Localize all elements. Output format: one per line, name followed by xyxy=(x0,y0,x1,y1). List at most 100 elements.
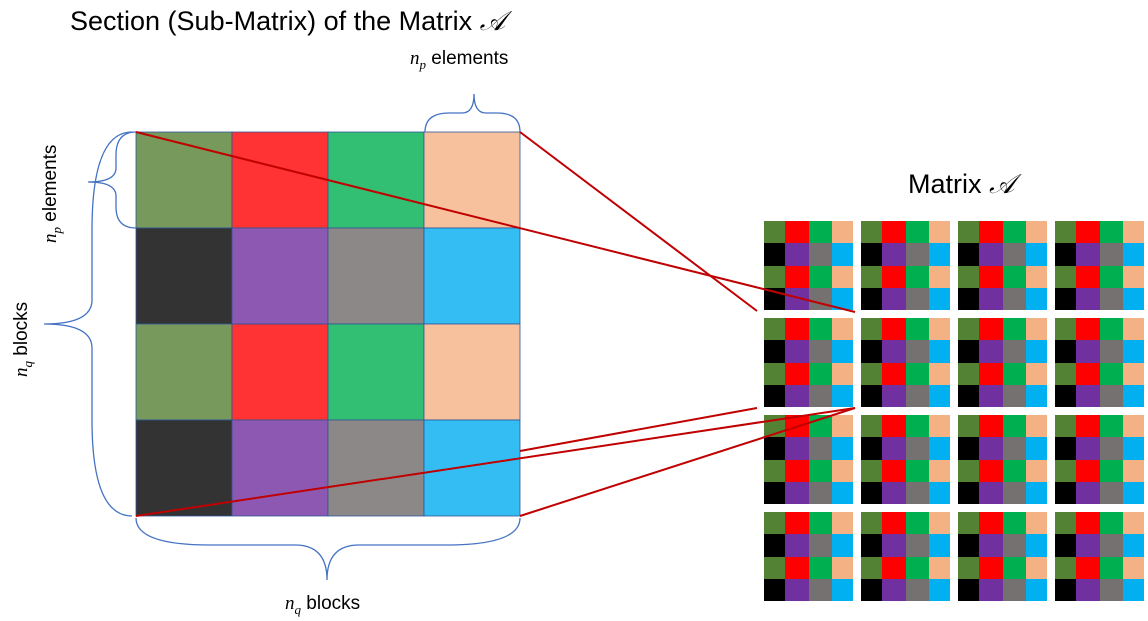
matrix-cell xyxy=(809,460,832,482)
matrix-cell xyxy=(1123,557,1144,579)
matrix-cell xyxy=(906,340,929,363)
matrix-cell xyxy=(832,221,853,243)
matrix-cell xyxy=(832,363,853,385)
matrix-cell xyxy=(809,512,832,534)
matrix-cell xyxy=(832,415,853,437)
brace-left-np xyxy=(87,131,137,229)
matrix-cell xyxy=(958,243,979,266)
matrix-cell xyxy=(1055,363,1076,385)
matrix-cell xyxy=(882,385,906,407)
matrix-cell xyxy=(861,288,882,310)
matrix-cell xyxy=(1026,579,1047,601)
matrix-cell xyxy=(785,340,809,363)
matrix-cell xyxy=(785,363,809,385)
matrix-cell xyxy=(958,221,979,243)
matrix-cell xyxy=(1100,221,1123,243)
matrix-cell xyxy=(1123,460,1144,482)
section-title-text: Section (Sub-Matrix) of the Matrix xyxy=(70,6,480,36)
matrix-cell xyxy=(979,460,1003,482)
matrix-title-symbol: 𝒜 xyxy=(989,169,1022,200)
matrix-cell xyxy=(1055,437,1076,460)
matrix-cell xyxy=(979,243,1003,266)
matrix-cell xyxy=(764,512,785,534)
matrix-cell xyxy=(929,363,950,385)
matrix-cell xyxy=(1100,557,1123,579)
brace-top-np xyxy=(424,93,521,133)
braces xyxy=(43,93,521,581)
matrix-cell xyxy=(1123,385,1144,407)
matrix-cell xyxy=(1123,437,1144,460)
matrix-cell xyxy=(906,318,929,340)
section-cell-r1-c2 xyxy=(231,131,329,229)
matrix-cell xyxy=(1100,385,1123,407)
matrix-cell xyxy=(1003,243,1026,266)
matrix-cell xyxy=(785,460,809,482)
matrix-block-r3-c3 xyxy=(958,415,1047,504)
matrix-cell xyxy=(882,482,906,504)
matrix-cell xyxy=(1100,534,1123,557)
matrix-block-r3-c4 xyxy=(1055,415,1144,504)
matrix-cell xyxy=(1100,318,1123,340)
matrix-cell xyxy=(1123,340,1144,363)
matrix-cell xyxy=(1026,482,1047,504)
matrix-block-r4-c4 xyxy=(1055,512,1144,601)
matrix-cell xyxy=(1026,363,1047,385)
matrix-cell xyxy=(1026,288,1047,310)
matrix-cell xyxy=(882,579,906,601)
matrix-cell xyxy=(785,221,809,243)
matrix-cell xyxy=(785,534,809,557)
matrix-cell xyxy=(1123,318,1144,340)
matrix-cell xyxy=(764,266,785,288)
matrix-cell xyxy=(882,460,906,482)
matrix-cell xyxy=(1055,415,1076,437)
matrix-cell xyxy=(906,512,929,534)
matrix-cell xyxy=(979,579,1003,601)
matrix-cell xyxy=(958,415,979,437)
matrix-cell xyxy=(958,534,979,557)
matrix-cell xyxy=(1003,437,1026,460)
matrix-cell xyxy=(979,318,1003,340)
matrix-cell xyxy=(906,579,929,601)
matrix-cell xyxy=(1076,363,1100,385)
matrix-cell xyxy=(1026,512,1047,534)
matrix-cell xyxy=(832,557,853,579)
matrix-cell xyxy=(1055,385,1076,407)
matrix-block-r2-c3 xyxy=(958,318,1047,407)
matrix-block-r1-c2 xyxy=(861,221,950,310)
matrix-cell xyxy=(979,340,1003,363)
matrix-cell xyxy=(906,482,929,504)
matrix-cell xyxy=(1003,266,1026,288)
matrix-cell xyxy=(906,266,929,288)
matrix-cell xyxy=(1123,288,1144,310)
matrix-cell xyxy=(861,340,882,363)
matrix-cell xyxy=(1055,482,1076,504)
matrix-block-r4-c1 xyxy=(764,512,853,601)
matrix-cell xyxy=(1076,288,1100,310)
matrix-cell xyxy=(785,288,809,310)
matrix-cell xyxy=(929,266,950,288)
connector-line-bottom-inner xyxy=(135,407,856,517)
matrix-cell xyxy=(958,340,979,363)
matrix-cell xyxy=(764,534,785,557)
matrix-cell xyxy=(785,482,809,504)
matrix-cell xyxy=(832,385,853,407)
matrix-block-r2-c4 xyxy=(1055,318,1144,407)
matrix-title-text: Matrix xyxy=(908,169,989,199)
matrix-cell xyxy=(1123,243,1144,266)
matrix-cell xyxy=(1026,243,1047,266)
matrix-cell xyxy=(832,460,853,482)
matrix-cell xyxy=(785,557,809,579)
matrix-cell xyxy=(1123,534,1144,557)
matrix-cell xyxy=(861,482,882,504)
matrix-cell xyxy=(1055,460,1076,482)
matrix-cell xyxy=(861,266,882,288)
matrix-cell xyxy=(1123,221,1144,243)
matrix-cell xyxy=(1100,482,1123,504)
matrix-cell xyxy=(861,363,882,385)
matrix-cell xyxy=(1026,266,1047,288)
matrix-cell xyxy=(1076,221,1100,243)
matrix-cell xyxy=(1003,482,1026,504)
matrix-cell xyxy=(958,482,979,504)
matrix-cell xyxy=(764,318,785,340)
matrix-cell xyxy=(1055,534,1076,557)
